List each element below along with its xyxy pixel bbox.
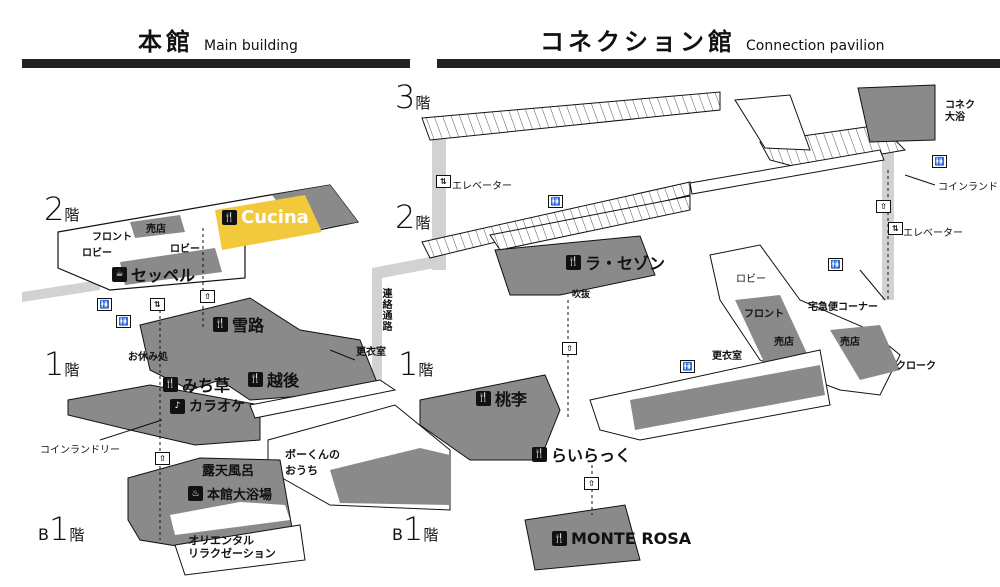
stairs-icon: ⇧ (200, 290, 215, 303)
toilet-icon: 🚻 (932, 155, 947, 168)
toilet-icon: 🚻 (116, 315, 131, 328)
restaurant-icon: 🍴 (476, 390, 491, 406)
conn-1f-shop (830, 325, 900, 380)
label-shop-main: 売店 (146, 224, 166, 235)
main-b1-bath (170, 502, 290, 535)
label-elevator-b: エレベーター (903, 228, 963, 239)
main-floor-2: 2階 (44, 190, 80, 228)
label-conn-daiyoku: コネク 大浴 (945, 100, 975, 123)
connection-header-bar (437, 59, 1000, 68)
label-cloak: クローク (896, 361, 936, 372)
conn-1f-front (735, 295, 810, 375)
conn-2f-corridor-b (489, 195, 691, 251)
conn-3f-floor (421, 91, 721, 141)
stairs-icon: ⇧ (562, 342, 577, 355)
main-building-title-en: Main building (204, 38, 298, 54)
label-koui-conn: 更衣室 (712, 351, 742, 362)
toilet-icon: 🚻 (680, 360, 695, 373)
label-lobby-a: ロビー (82, 248, 112, 259)
label-takkyubin: 宅急便コーナー (808, 302, 878, 313)
conn-2f-bridge (689, 149, 885, 195)
conn-2f-corridor (421, 181, 691, 259)
connection-header: コネクション館 Connection pavilion (540, 22, 885, 57)
label-shop-conn: 売店 (774, 337, 794, 348)
conn-floor-b1: B1階 (392, 510, 439, 548)
main-corridor-left (22, 280, 100, 302)
label-front-main: フロント (92, 232, 132, 243)
label-coinlaundry-conn: コインランドリー (938, 182, 1000, 193)
conn-3f-void (734, 94, 811, 151)
karaoke-label[interactable]: ♪カラオケ (170, 396, 245, 416)
onsen-icon: ♨ (188, 486, 203, 501)
conn-1f-hall-inner (630, 365, 825, 430)
michikusa-label[interactable]: 🍴みち草 (163, 376, 231, 395)
restaurant-icon: 🍴 (566, 254, 581, 270)
karaoke-icon: ♪ (170, 398, 185, 414)
touri-label[interactable]: 🍴桃李 (476, 390, 528, 409)
elevator-shaft-left (432, 130, 446, 270)
main-header-bar (22, 59, 410, 68)
cucina-label[interactable]: 🍴 Cucina (222, 207, 309, 228)
main-building-header: 本館 Main building (138, 22, 298, 57)
conn-floor-3: 3階 (395, 78, 431, 116)
toilet-icon: 🚻 (548, 195, 563, 208)
stairs-icon: ⇧ (876, 200, 891, 213)
bokun-room (330, 448, 450, 505)
main-floor-1: 1階 (44, 345, 80, 383)
label-lobby-b: ロビー (170, 244, 200, 255)
cucina-text: Cucina (241, 207, 309, 228)
label-elevator-a: エレベーター (452, 181, 512, 192)
monte-rosa-label[interactable]: 🍴MONTE ROSA (552, 529, 692, 548)
elevator-icon: ⇅ (436, 175, 451, 188)
conn-floor-2: 2階 (395, 198, 431, 236)
label-koui-main: 更衣室 (356, 347, 386, 358)
label-lobby-conn: ロビー (736, 274, 766, 285)
main-1f-corridor (249, 379, 397, 419)
rairakku-label[interactable]: 🍴らいらっく (532, 446, 632, 465)
honkan-daiyoku-label[interactable]: ♨本館大浴場 (188, 484, 272, 503)
label-bokun: ボーくんの おうち (285, 448, 340, 477)
label-coinlaundry-main: コインランドリー (40, 445, 120, 456)
la-saison-label[interactable]: 🍴ラ・セゾン (566, 254, 666, 273)
connecting-corridor (372, 255, 440, 392)
stairs-icon: ⇧ (584, 477, 599, 490)
restaurant-icon: 🍴 (213, 316, 228, 332)
label-oriental[interactable]: オリエンタル リラクゼーション (188, 534, 276, 560)
label-renraku: 連絡通路 (380, 288, 391, 332)
seppel-label[interactable]: ☕セッペル (112, 262, 195, 286)
main-building-title-jp: 本館 (138, 28, 194, 56)
connection-title-jp: コネクション館 (540, 28, 736, 56)
elevator-icon: ⇅ (888, 222, 903, 235)
label-fukinuke: 吹抜 (572, 290, 591, 300)
label-shop-conn2: 売店 (840, 337, 860, 348)
toilet-icon: 🚻 (97, 298, 112, 311)
conn-3f-tower (857, 84, 936, 143)
elevator-icon: ⇅ (150, 298, 165, 311)
main-2f-shop (130, 215, 185, 238)
restaurant-icon: 🍴 (163, 376, 178, 392)
echigo-label[interactable]: 🍴越後 (248, 371, 300, 390)
restaurant-icon: 🍴 (222, 210, 237, 225)
cafe-icon: ☕ (112, 266, 127, 282)
stairs-icon: ⇧ (155, 452, 170, 465)
main-floor-b1: B1階 (38, 510, 85, 548)
connection-title-en: Connection pavilion (746, 38, 885, 54)
cucina-room (215, 195, 322, 250)
oriental-room (174, 524, 306, 576)
restaurant-icon: 🍴 (248, 371, 263, 387)
restaurant-icon: 🍴 (532, 446, 547, 462)
yukiji-label[interactable]: 🍴雪路 (213, 316, 265, 335)
label-front-conn: フロント (744, 309, 784, 320)
seppel-room (120, 248, 222, 285)
label-oyasumi: お休み処 (128, 352, 168, 363)
roten-label[interactable]: 露天風呂 (202, 464, 255, 479)
toilet-icon: 🚻 (828, 258, 843, 271)
restaurant-icon: 🍴 (552, 531, 567, 546)
conn-floor-1: 1階 (398, 345, 434, 383)
